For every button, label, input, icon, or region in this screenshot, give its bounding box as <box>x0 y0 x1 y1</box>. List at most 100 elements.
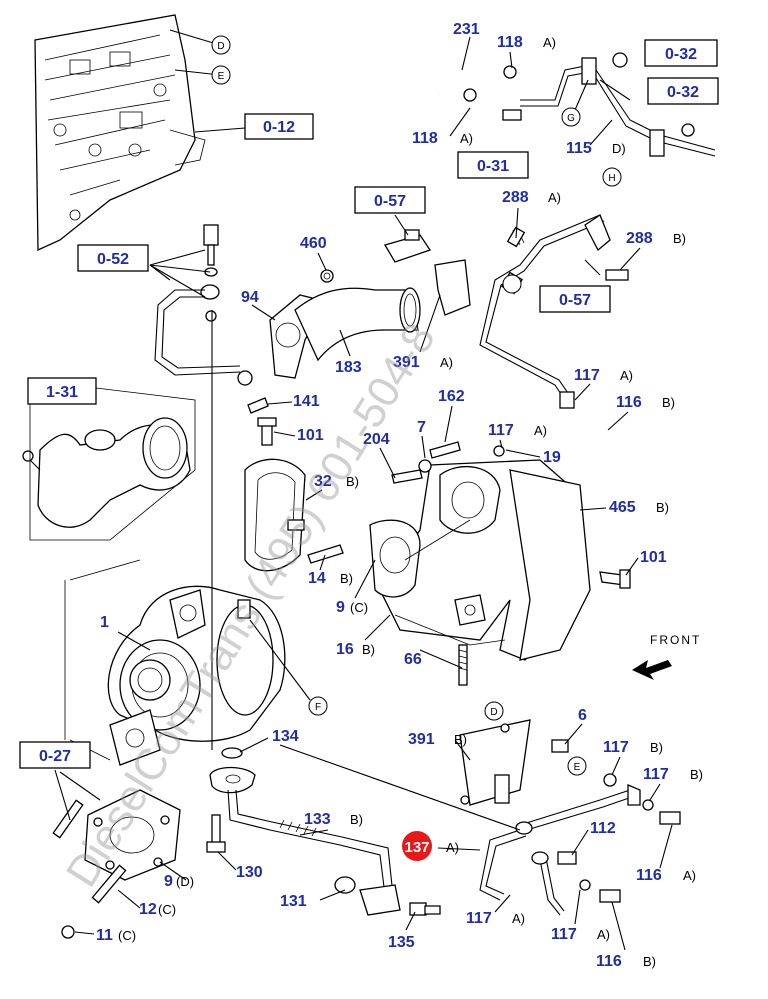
svg-text:1: 1 <box>100 614 109 631</box>
turbocharger-illustration <box>64 559 286 766</box>
svg-text:9: 9 <box>336 599 345 616</box>
part-callout[interactable]: 183 <box>335 359 362 376</box>
svg-text:A): A) <box>543 35 556 50</box>
svg-text:A): A) <box>512 911 525 926</box>
svg-text:117: 117 <box>551 926 577 943</box>
svg-text:E: E <box>218 71 225 82</box>
svg-text:B): B) <box>340 571 353 586</box>
part-callout[interactable]: 1 <box>100 614 109 631</box>
svg-text:DieselComTrans (495) 601-504-8: DieselComTrans (495) 601-504-8 <box>57 315 445 895</box>
highlight-badge <box>402 831 432 861</box>
ref-box[interactable]: 0-52 <box>77 244 149 272</box>
ref-box[interactable]: 0-57 <box>539 285 611 313</box>
part-callout[interactable]: 231 <box>453 21 480 38</box>
svg-text:117: 117 <box>643 766 669 783</box>
part-callout[interactable]: 135 <box>388 934 415 951</box>
part-callout[interactable]: 131 <box>280 893 307 910</box>
part-callout[interactable]: 11(C) <box>96 927 136 944</box>
svg-text:0-27: 0-27 <box>39 748 71 765</box>
ref-box[interactable]: 0-27 <box>19 741 91 769</box>
circle-marker: G <box>561 107 581 127</box>
svg-text:101: 101 <box>640 549 667 566</box>
svg-text:A): A) <box>548 190 561 205</box>
part-callout[interactable]: 19 <box>543 449 561 466</box>
circle-marker: D <box>211 35 231 55</box>
svg-text:117: 117 <box>466 910 492 927</box>
circle-marker <box>502 274 522 294</box>
svg-text:A): A) <box>534 423 547 438</box>
intake-hose-illustration <box>269 269 421 379</box>
part-callout[interactable]: 9(C) <box>336 599 368 616</box>
oil-pipe-lower-right-illustration <box>279 719 681 916</box>
circle-marker: E <box>211 65 231 85</box>
ref-box[interactable]: 0-32 <box>647 77 719 105</box>
svg-text:A): A) <box>683 868 696 883</box>
part-callout[interactable]: 460 <box>300 235 327 252</box>
part-callout[interactable]: 14 B) <box>308 570 353 587</box>
svg-text:H: H <box>608 173 615 184</box>
part-callout[interactable]: 117 A) <box>466 910 525 927</box>
part-callout[interactable]: 162 <box>438 388 465 405</box>
part-callout[interactable]: 6 <box>578 707 587 724</box>
ref-box[interactable]: 1-31 <box>27 377 97 405</box>
svg-text:14: 14 <box>308 570 326 587</box>
upper-oil-pipe-illustration <box>435 52 716 157</box>
svg-text:135: 135 <box>388 934 415 951</box>
svg-text:0-32: 0-32 <box>667 84 699 101</box>
part-callout[interactable]: 101 <box>640 549 667 566</box>
svg-text:0-57: 0-57 <box>559 292 591 309</box>
svg-text:0-12: 0-12 <box>263 119 295 136</box>
svg-text:A): A) <box>460 131 473 146</box>
svg-text:0-32: 0-32 <box>665 46 697 63</box>
gasket-lower-left-illustration <box>52 769 181 939</box>
svg-text:183: 183 <box>335 359 362 376</box>
part-callout[interactable]: 130 <box>236 864 263 881</box>
part-callout[interactable]: 112 <box>590 820 616 837</box>
part-callout[interactable]: 7 <box>417 419 426 436</box>
part-callout[interactable]: 134 <box>272 728 299 745</box>
part-callout[interactable]: 204 <box>363 431 390 448</box>
part-callout[interactable]: 12(C) <box>139 901 176 918</box>
svg-text:0-52: 0-52 <box>97 251 129 268</box>
ref-box[interactable]: 0-12 <box>244 113 314 140</box>
part-callout[interactable]: 94 <box>241 289 259 306</box>
part-callout[interactable]: 101 <box>297 427 324 444</box>
part-callout[interactable]: 66 <box>404 651 422 668</box>
front-direction-arrow: FRONT <box>632 633 699 680</box>
svg-text:117: 117 <box>574 367 600 384</box>
svg-text:19: 19 <box>543 449 561 466</box>
ref-box[interactable]: 0-57 <box>354 186 426 214</box>
svg-text:A): A) <box>440 355 453 370</box>
svg-text:A): A) <box>446 840 459 855</box>
ref-box[interactable]: 0-32 <box>644 39 718 67</box>
svg-text:0-31: 0-31 <box>477 158 509 175</box>
part-callout[interactable]: 9(D) <box>164 873 194 890</box>
part-callout[interactable]: 141 <box>293 393 320 410</box>
svg-text:(C): (C) <box>118 928 136 943</box>
ref-box[interactable]: 0-31 <box>457 151 529 179</box>
svg-text:B): B) <box>346 474 359 489</box>
air-intake-pipe-illustration <box>22 379 196 541</box>
svg-text:66: 66 <box>404 651 422 668</box>
exhaust-manifold-illustration <box>369 459 591 661</box>
